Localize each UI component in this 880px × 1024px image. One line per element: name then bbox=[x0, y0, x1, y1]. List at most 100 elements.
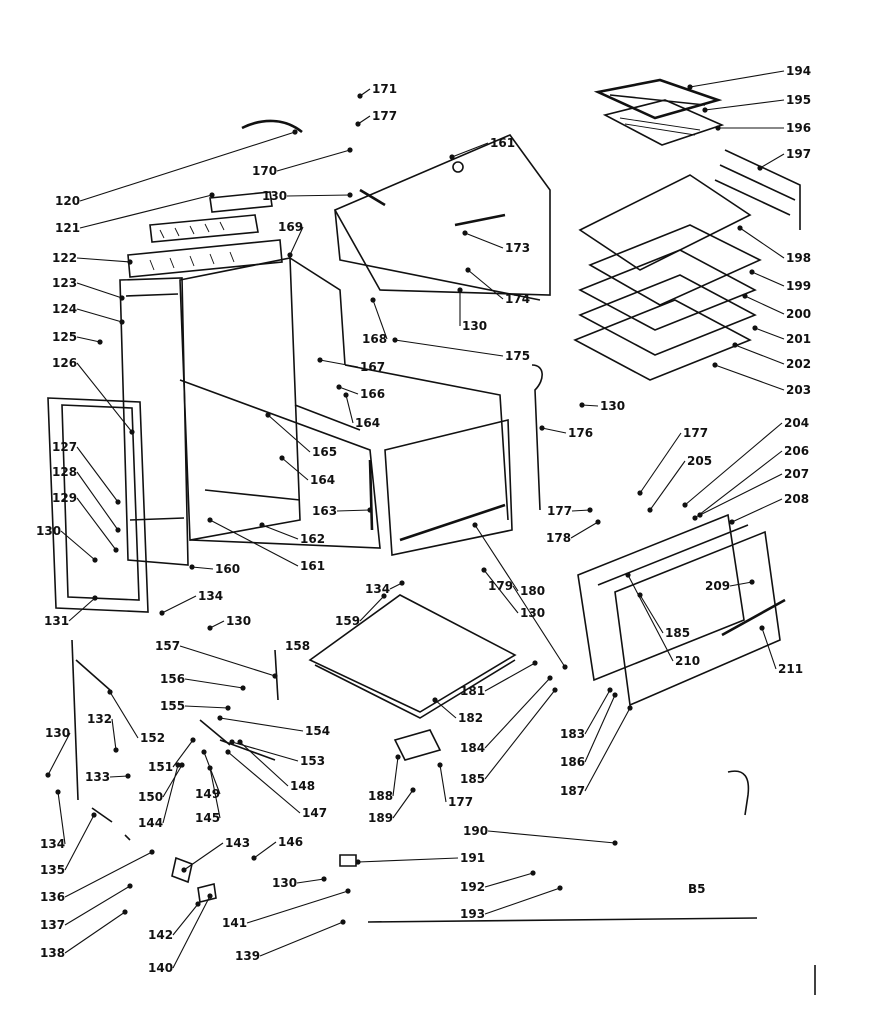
callout-171: 171 bbox=[372, 82, 397, 96]
part-208 bbox=[729, 519, 735, 525]
part-179 bbox=[562, 664, 568, 670]
leader-178 bbox=[570, 521, 599, 539]
part-131 bbox=[92, 595, 98, 601]
callout-153: 153 bbox=[300, 754, 325, 768]
leader-189 bbox=[392, 789, 414, 819]
part-130 bbox=[481, 567, 487, 573]
leader-193 bbox=[484, 887, 561, 915]
part-152 bbox=[107, 689, 113, 695]
part-182 bbox=[432, 697, 438, 703]
callout-152: 152 bbox=[140, 731, 165, 745]
part-175 bbox=[392, 337, 398, 343]
callout-159: 159 bbox=[335, 614, 360, 628]
callout-151: 151 bbox=[148, 760, 173, 774]
leader-208 bbox=[731, 498, 783, 523]
part-163 bbox=[367, 507, 373, 513]
leader-157 bbox=[179, 645, 276, 677]
callout-176: 176 bbox=[568, 426, 593, 440]
top-cover bbox=[333, 134, 551, 301]
leader-151 bbox=[172, 739, 194, 768]
callout-125: 125 bbox=[52, 330, 77, 344]
leader-137 bbox=[64, 885, 131, 926]
side-bracket-176 bbox=[531, 364, 543, 511]
callout-130: 130 bbox=[45, 726, 70, 740]
leader-134 bbox=[161, 595, 197, 614]
part-185 bbox=[637, 592, 643, 598]
leader-168 bbox=[372, 299, 388, 340]
leader-132 bbox=[111, 718, 117, 751]
part-136 bbox=[149, 849, 155, 855]
leader-164 bbox=[281, 457, 309, 481]
leader-209 bbox=[729, 581, 753, 587]
callout-197: 197 bbox=[786, 147, 811, 161]
bracket-190-outline bbox=[727, 770, 750, 816]
part-130 bbox=[579, 402, 585, 408]
part-162 bbox=[259, 522, 265, 528]
callout-177: 177 bbox=[683, 426, 708, 440]
leader-127 bbox=[76, 446, 119, 503]
callout-147: 147 bbox=[302, 806, 327, 820]
callout-130: 130 bbox=[520, 606, 545, 620]
callout-174: 174 bbox=[505, 292, 530, 306]
legs-and-clips bbox=[91, 807, 357, 903]
callout-182: 182 bbox=[458, 711, 483, 725]
callout-175: 175 bbox=[505, 349, 530, 363]
callout-170: 170 bbox=[252, 164, 277, 178]
leader-130 bbox=[581, 404, 599, 407]
leader-174 bbox=[467, 269, 504, 300]
callout-142: 142 bbox=[148, 928, 173, 942]
leader-180 bbox=[474, 524, 519, 592]
callout-123: 123 bbox=[52, 276, 77, 290]
callout-165: 165 bbox=[312, 445, 337, 459]
part-161 bbox=[207, 517, 213, 523]
leader-130 bbox=[483, 569, 519, 614]
callout-154: 154 bbox=[305, 724, 330, 738]
callout-201: 201 bbox=[786, 332, 811, 346]
callout-158: 158 bbox=[285, 639, 310, 653]
callout-194: 194 bbox=[786, 64, 811, 78]
leader-177 bbox=[439, 764, 447, 803]
part-211 bbox=[759, 625, 765, 631]
part-165 bbox=[265, 412, 271, 418]
part-206 bbox=[692, 515, 698, 521]
callout-177: 177 bbox=[448, 795, 473, 809]
part-177 bbox=[587, 507, 593, 513]
part-195 bbox=[702, 107, 708, 113]
leader-181 bbox=[484, 662, 536, 692]
callout-181: 181 bbox=[460, 684, 485, 698]
leader-146 bbox=[253, 841, 277, 859]
callout-121: 121 bbox=[55, 221, 80, 235]
part-190 bbox=[612, 840, 618, 846]
part-160 bbox=[189, 564, 195, 570]
part-210 bbox=[625, 572, 631, 578]
leader-190 bbox=[487, 830, 616, 844]
leader-153 bbox=[231, 741, 299, 762]
part-156 bbox=[240, 685, 246, 691]
leader-163 bbox=[336, 509, 371, 512]
callout-130: 130 bbox=[262, 189, 287, 203]
part-134 bbox=[159, 610, 165, 616]
callout-202: 202 bbox=[786, 357, 811, 371]
callout-178: 178 bbox=[546, 531, 571, 545]
callout-135: 135 bbox=[40, 863, 65, 877]
callout-122: 122 bbox=[52, 251, 77, 265]
leader-210 bbox=[627, 574, 674, 662]
leader-161 bbox=[209, 519, 299, 567]
callout-134: 134 bbox=[198, 589, 223, 603]
leader-152 bbox=[109, 691, 139, 739]
leader-159 bbox=[359, 595, 385, 622]
part-134 bbox=[55, 789, 61, 795]
part-155 bbox=[225, 705, 231, 711]
hose-120 bbox=[241, 119, 303, 134]
part-133 bbox=[125, 773, 131, 779]
leader-185 bbox=[639, 594, 664, 634]
callout-190: 190 bbox=[463, 824, 488, 838]
leader-177 bbox=[639, 432, 682, 494]
callout-209: 209 bbox=[705, 579, 730, 593]
rack-stack bbox=[573, 149, 801, 381]
callout-177: 177 bbox=[547, 504, 572, 518]
callout-162: 162 bbox=[300, 532, 325, 546]
callout-156: 156 bbox=[160, 672, 185, 686]
leader-191 bbox=[357, 857, 459, 863]
